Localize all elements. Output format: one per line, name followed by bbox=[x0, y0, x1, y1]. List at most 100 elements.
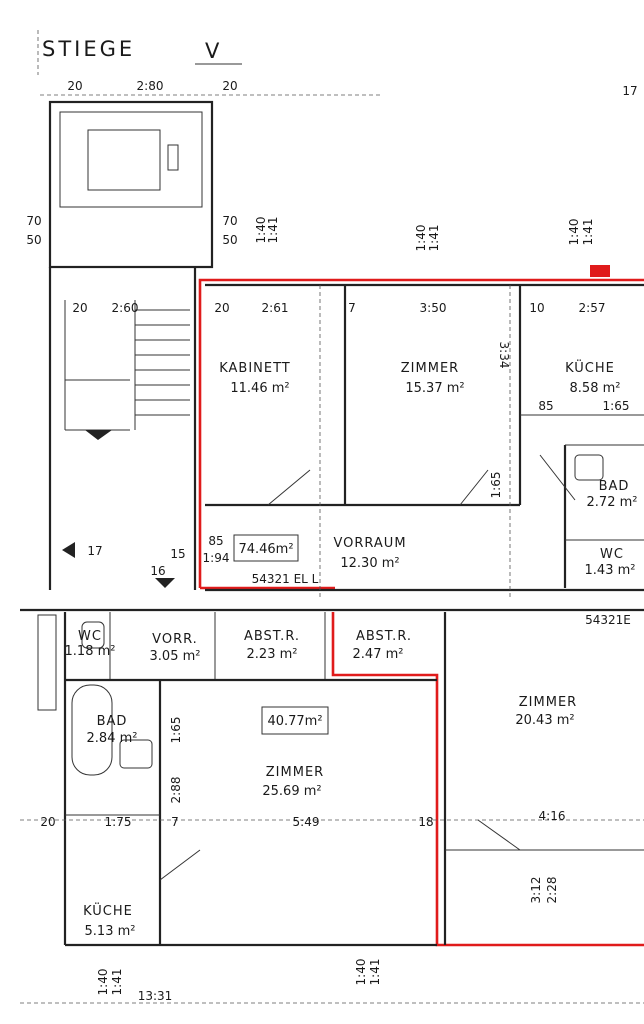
dim: 7 bbox=[348, 301, 356, 315]
dim: 85 bbox=[538, 399, 553, 413]
room-name: ABST.R. bbox=[244, 629, 300, 644]
red-marker bbox=[590, 265, 610, 277]
room-name: BAD bbox=[97, 714, 128, 729]
dim: 54321 EL L bbox=[252, 572, 319, 586]
room-vorraum: VORRAUM 12.30 m² bbox=[333, 536, 406, 571]
room-abstellraum-1: ABST.R. 2.23 m² bbox=[244, 629, 300, 662]
section-arrow-icon bbox=[62, 542, 75, 558]
room-area: 12.30 m² bbox=[340, 556, 399, 571]
dim: 15 bbox=[170, 547, 185, 561]
lower-dimensions: 20 1:75 7 5:49 18 4:16 2:88 1:65 3:12 2:… bbox=[20, 717, 644, 1004]
room-wc-1: WC 1.43 m² bbox=[585, 547, 636, 578]
dim: 10 bbox=[529, 301, 544, 315]
dim: 16 bbox=[150, 564, 165, 578]
room-kabinett: KABINETT 11.46 m² bbox=[219, 361, 291, 396]
dim: 1:40 bbox=[96, 969, 110, 996]
dim: 2:28 bbox=[545, 877, 559, 904]
room-kueche-2: KÜCHE 5.13 m² bbox=[83, 902, 135, 939]
room-name: KABINETT bbox=[219, 361, 291, 376]
dim: 2:88 bbox=[169, 777, 183, 804]
room-area: 15.37 m² bbox=[405, 381, 464, 396]
dim: 70 bbox=[26, 214, 41, 228]
room-name: BAD bbox=[599, 479, 630, 494]
dim: 4:16 bbox=[539, 809, 566, 823]
dim: 2:61 bbox=[262, 301, 289, 315]
plan-title: STIEGE bbox=[42, 37, 135, 61]
staircase-number: V bbox=[205, 39, 222, 63]
lower-walls bbox=[20, 612, 644, 947]
dim: 2:60 bbox=[112, 301, 139, 315]
room-name: WC bbox=[78, 629, 102, 644]
dim: 2:57 bbox=[579, 301, 606, 315]
dim: 17 bbox=[622, 84, 637, 98]
dim: 13:31 bbox=[138, 989, 173, 1003]
room-kueche-1: KÜCHE 8.58 m² bbox=[565, 359, 620, 396]
stairwell bbox=[48, 100, 214, 590]
dim: 1:75 bbox=[105, 815, 132, 829]
room-zimmer-1: ZIMMER 15.37 m² bbox=[401, 361, 465, 396]
room-name: VORRAUM bbox=[333, 536, 406, 551]
dim: 1:40 bbox=[414, 225, 428, 252]
total-area-2: 40.77m² bbox=[267, 714, 322, 729]
apartment-outline-upper bbox=[198, 278, 644, 588]
top-dimension-line: 20 2:80 20 17 bbox=[40, 79, 638, 98]
dim: 50 bbox=[222, 233, 237, 247]
dim: 1:40 bbox=[354, 959, 368, 986]
dim: 1:41 bbox=[266, 217, 280, 244]
dim: 3:12 bbox=[529, 877, 543, 904]
dim: 1:65 bbox=[169, 717, 183, 744]
room-wc-2: WC 1.18 m² bbox=[65, 629, 116, 659]
dim: 70 bbox=[222, 214, 237, 228]
dim: 5:49 bbox=[293, 815, 320, 829]
room-area: 2.47 m² bbox=[353, 647, 404, 662]
room-bad-1: BAD 2.72 m² bbox=[587, 479, 638, 510]
dim: 20 bbox=[222, 79, 237, 93]
room-area: 3.05 m² bbox=[150, 649, 201, 664]
total-area-1: 74.46m² bbox=[238, 542, 293, 557]
stair-arrow-icon bbox=[85, 430, 112, 440]
dim: 3:50 bbox=[420, 301, 447, 315]
room-bad-2: BAD 2.84 m² bbox=[87, 714, 138, 746]
dim: 85 bbox=[208, 534, 223, 548]
total-area-box-1 bbox=[233, 534, 299, 562]
room-name: ZIMMER bbox=[519, 695, 577, 710]
dim: 18 bbox=[418, 815, 433, 829]
dim: 3:34 bbox=[497, 342, 511, 369]
dim: 20 bbox=[72, 301, 87, 315]
dim: 20 bbox=[67, 79, 82, 93]
dim: 1:41 bbox=[110, 969, 124, 996]
room-name: ZIMMER bbox=[266, 765, 324, 780]
room-zimmer-2: ZIMMER 25.69 m² bbox=[262, 765, 324, 799]
upper-walls bbox=[20, 283, 644, 612]
room-area: 2.84 m² bbox=[87, 731, 138, 746]
dim: 17 bbox=[87, 544, 102, 558]
dim: 1:94 bbox=[203, 551, 230, 565]
room-name: KÜCHE bbox=[83, 902, 133, 919]
room-area: 11.46 m² bbox=[230, 381, 289, 396]
room-area: 1.18 m² bbox=[65, 644, 116, 659]
dim: 1:40 bbox=[567, 219, 581, 246]
room-name: ZIMMER bbox=[401, 361, 459, 376]
dim: 50 bbox=[26, 233, 41, 247]
dim: 1:40 bbox=[254, 217, 268, 244]
total-area-box-2 bbox=[261, 706, 329, 735]
apartment-outline-lower bbox=[331, 612, 644, 947]
section-arrow-icon bbox=[155, 578, 175, 588]
room-name: WC bbox=[600, 547, 624, 562]
room-abstellraum-2: ABST.R. 2.47 m² bbox=[353, 629, 412, 662]
room-name: ABST.R. bbox=[356, 629, 412, 644]
upper-dimensions: 20 2:60 20 2:61 7 3:50 10 2:57 70 50 70 … bbox=[26, 214, 631, 627]
dim: 1:65 bbox=[603, 399, 630, 413]
room-name: VORR. bbox=[152, 632, 198, 647]
room-area: 2.72 m² bbox=[587, 495, 638, 510]
dim: 20 bbox=[40, 815, 55, 829]
dim: 1:41 bbox=[427, 225, 441, 252]
dim: 7 bbox=[171, 815, 179, 829]
room-area: 2.23 m² bbox=[247, 647, 298, 662]
dim: 1:41 bbox=[368, 959, 382, 986]
room-vorr: VORR. 3.05 m² bbox=[150, 632, 201, 664]
room-area: 25.69 m² bbox=[262, 784, 321, 799]
dim: 54321E bbox=[585, 613, 631, 627]
dim: 2:80 bbox=[137, 79, 164, 93]
